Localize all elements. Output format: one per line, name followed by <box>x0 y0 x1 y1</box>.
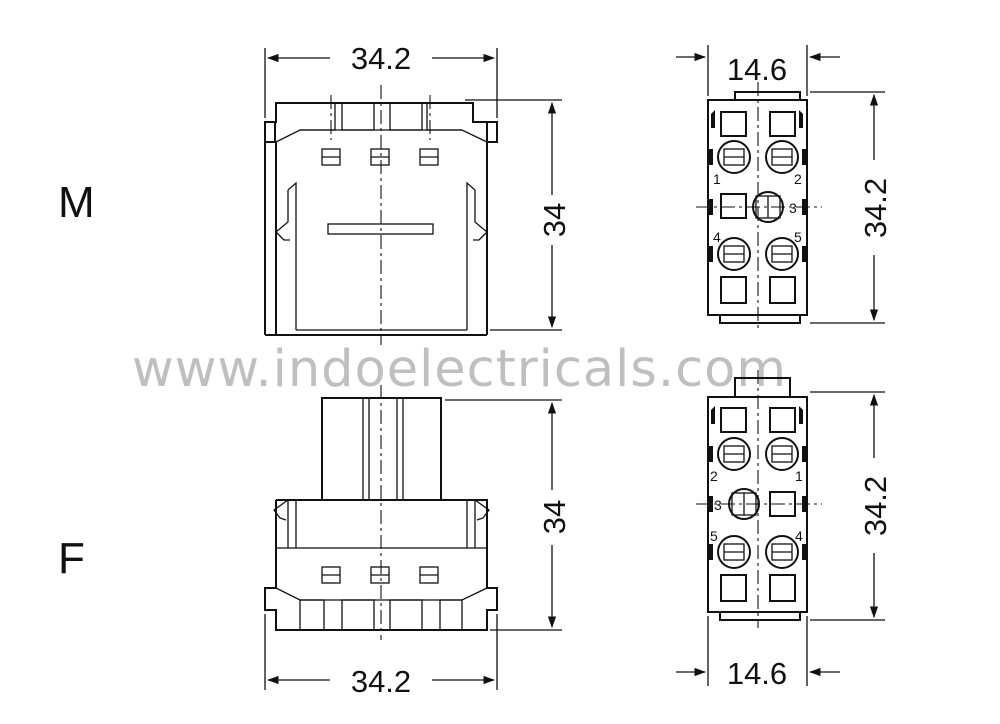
m-contact-window <box>321 148 341 166</box>
m-contact-window <box>370 148 390 166</box>
m-side-width-value: 14.6 <box>727 52 787 87</box>
f-side-height-value: 34.2 <box>858 476 893 536</box>
f-side-view: 1 2 3 4 5 <box>696 370 822 628</box>
watermark-text: www.indoelectricals.com <box>132 340 787 399</box>
f-pin-label: 5 <box>710 528 718 544</box>
f-side-width-dimension: 14.6 <box>676 616 840 691</box>
f-height-value: 34 <box>537 500 572 534</box>
f-pin-label: 3 <box>714 497 722 513</box>
m-width-value: 34.2 <box>351 41 411 76</box>
m-pin-label: 5 <box>794 229 802 245</box>
f-width-dimension: 34.2 <box>264 614 498 699</box>
f-side-height-dimension: 34.2 <box>810 391 893 621</box>
f-width-value: 34.2 <box>351 664 411 699</box>
m-pin-label: 2 <box>794 171 802 187</box>
f-contact-window <box>419 566 439 584</box>
label-male: M <box>58 178 95 227</box>
m-contact-window <box>419 148 439 166</box>
m-width-dimension: 34.2 <box>264 41 498 118</box>
f-height-dimension: 34 <box>445 399 572 631</box>
f-pin-label: 2 <box>710 468 718 484</box>
m-side-height-dimension: 34.2 <box>810 91 893 324</box>
m-front-view <box>264 85 498 345</box>
f-contact-window <box>370 566 390 584</box>
m-pin-label: 4 <box>713 229 721 245</box>
f-contact-window <box>321 566 341 584</box>
m-pin-label: 1 <box>713 171 721 187</box>
m-height-dimension: 34 <box>465 99 572 331</box>
m-pin-label: 3 <box>789 200 797 216</box>
f-pin-label: 1 <box>795 468 803 484</box>
f-front-view <box>264 385 498 640</box>
m-height-value: 34 <box>537 203 572 237</box>
f-pin-label: 4 <box>795 528 803 544</box>
label-female: F <box>58 534 85 583</box>
f-side-width-value: 14.6 <box>727 656 787 691</box>
m-side-view: 1 2 3 4 5 <box>696 82 822 330</box>
m-side-width-dimension: 14.6 <box>676 45 840 96</box>
m-side-height-value: 34.2 <box>858 178 893 238</box>
